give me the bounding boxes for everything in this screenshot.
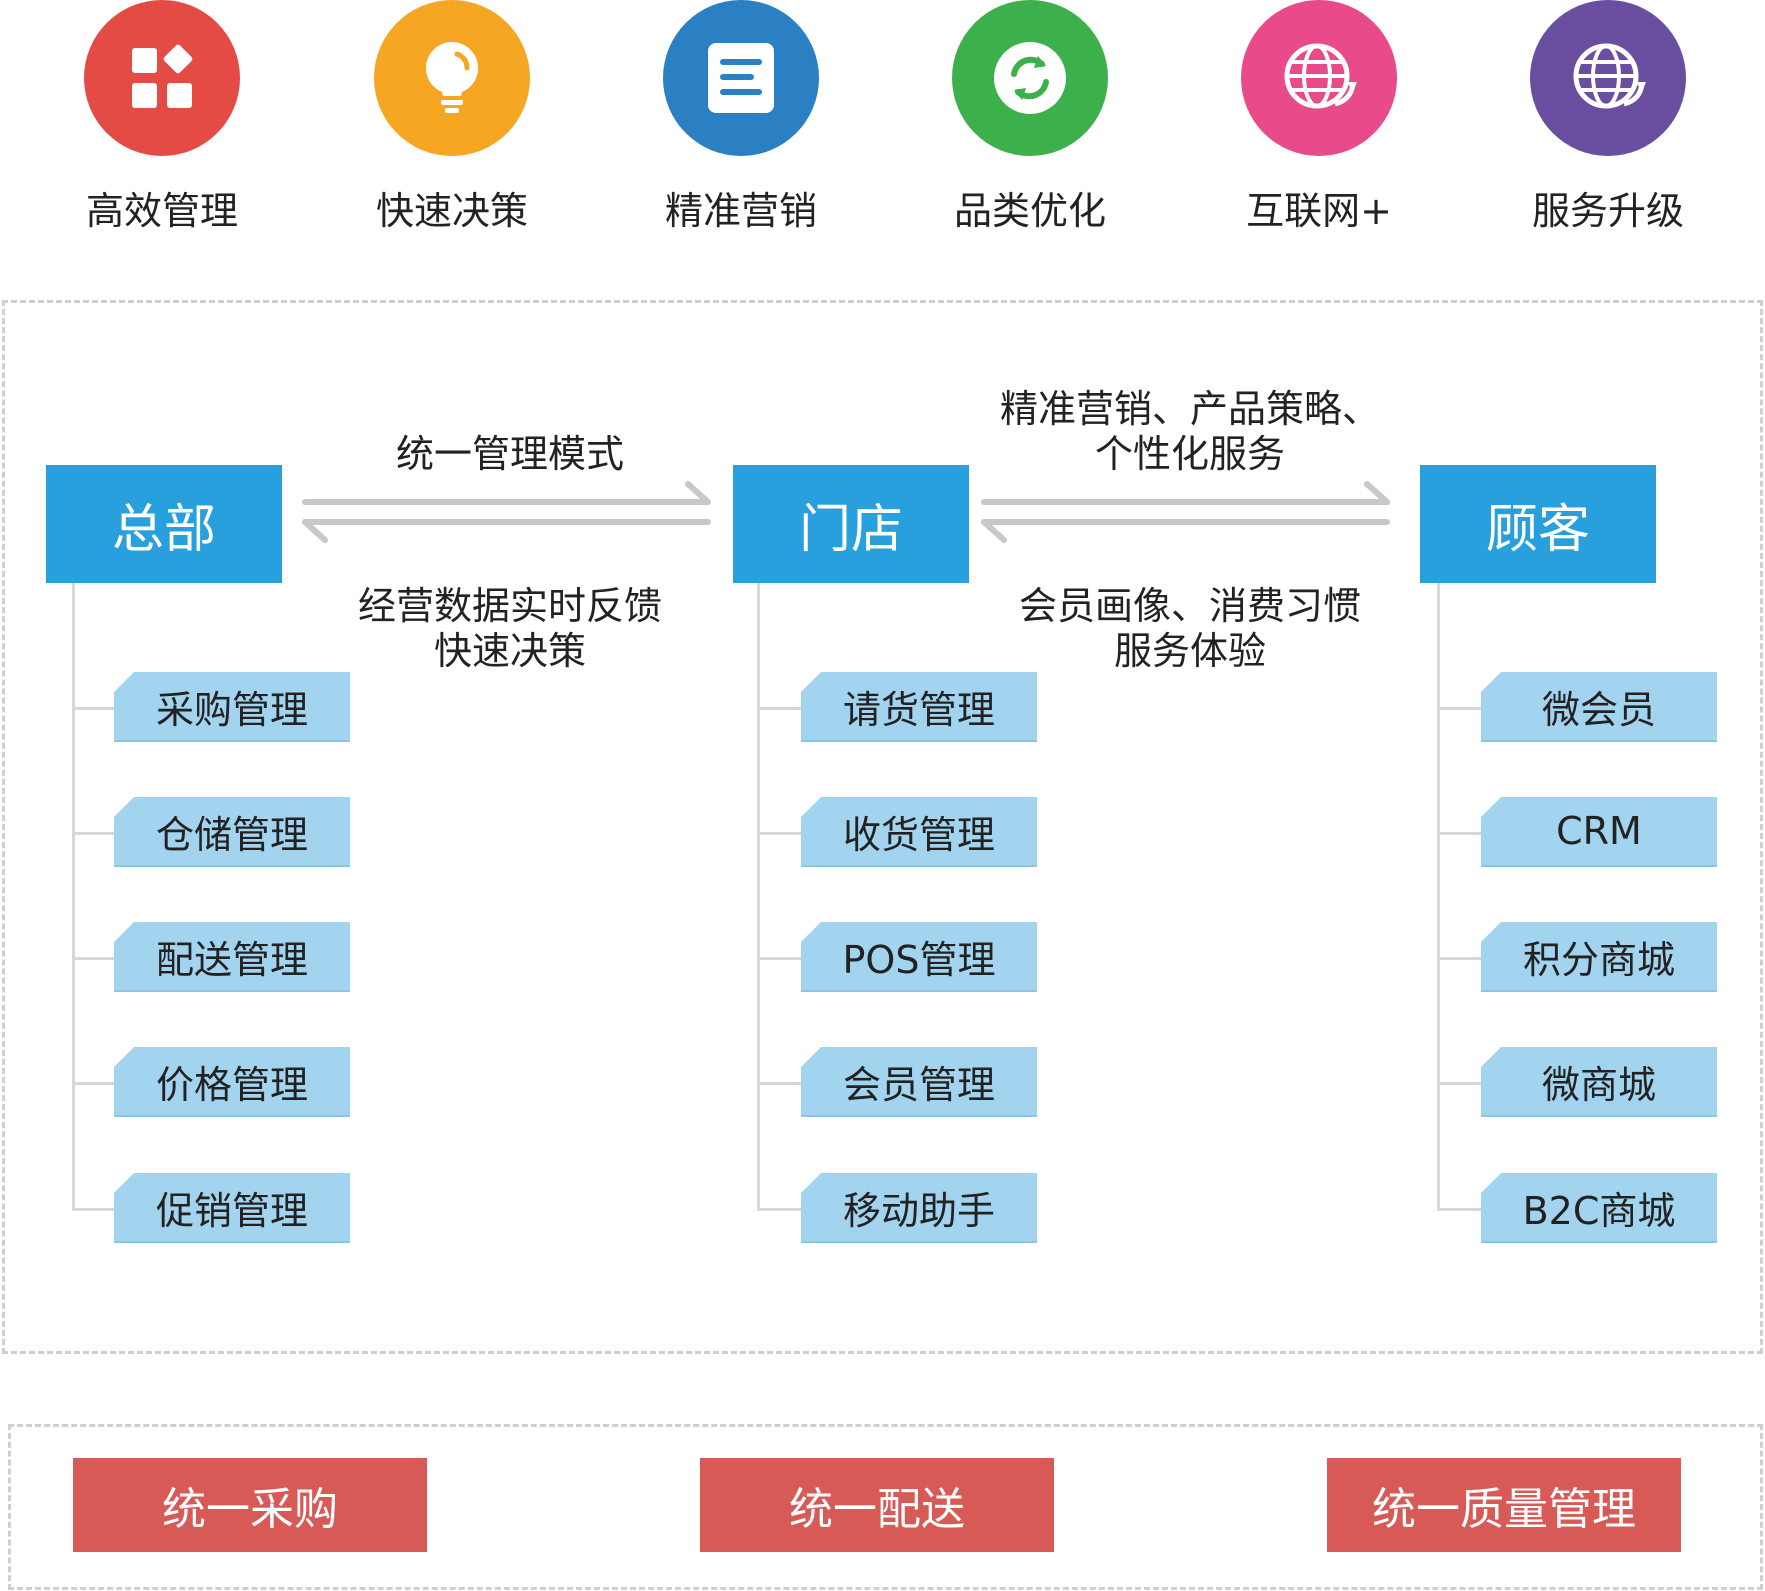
feature-circle: [1241, 0, 1397, 156]
feature-label: 快速决策: [375, 189, 528, 233]
feature-circle: [663, 0, 819, 156]
flow-hq-to-store: 统一管理模式: [310, 432, 710, 477]
feature-circle: [84, 0, 240, 156]
customer-item-b2c-mall: B2C商城: [1481, 1173, 1717, 1243]
flow-text: 服务体验: [1113, 629, 1266, 673]
document-icon: [708, 43, 774, 113]
store-item-receiving: 收货管理: [801, 797, 1037, 867]
flow-text: 快速决策: [433, 629, 586, 673]
flow-text: 精准营销、产品策略、: [999, 387, 1380, 431]
feature-label: 互联网+: [1246, 189, 1392, 233]
flow-store-to-hq: 经营数据实时反馈 快速决策: [310, 584, 710, 674]
store-tree-line: [757, 583, 760, 1211]
node-headquarters: 总部: [46, 465, 282, 583]
hq-item-price: 价格管理: [114, 1047, 350, 1117]
tree-branch: [1437, 1082, 1481, 1085]
customer-item-wechat-member: 微会员: [1481, 672, 1717, 742]
tree-branch: [757, 832, 801, 835]
tree-branch: [72, 1082, 114, 1085]
tree-branch: [1437, 707, 1481, 710]
feature-internet-plus: 互联网+: [1219, 0, 1419, 236]
hq-item-distribution: 配送管理: [114, 922, 350, 992]
globe-icon: [1284, 43, 1357, 109]
tree-branch: [757, 1208, 801, 1211]
feature-precision-marketing: 精准营销: [641, 0, 841, 236]
store-item-pos: POS管理: [801, 922, 1037, 992]
tree-branch: [1437, 1208, 1481, 1211]
feature-service-upgrade: 服务升级: [1508, 0, 1708, 236]
feature-label: 品类优化: [953, 189, 1106, 233]
grid-apps-icon: [132, 44, 193, 108]
hq-item-promotion: 促销管理: [114, 1173, 350, 1243]
unified-purchase: 统一采购: [73, 1458, 427, 1552]
feature-category-optimization: 品类优化: [930, 0, 1130, 236]
hq-item-purchase: 采购管理: [114, 672, 350, 742]
flow-store-to-customer: 精准营销、产品策略、 个性化服务: [960, 387, 1420, 477]
customer-tree-line: [1437, 583, 1440, 1211]
feature-label: 服务升级: [1531, 189, 1684, 233]
customer-item-points-mall: 积分商城: [1481, 922, 1717, 992]
flow-text: 会员画像、消费习惯: [1018, 584, 1361, 628]
main-diagram-frame: [2, 300, 1763, 1354]
tree-branch: [72, 1208, 114, 1211]
feature-label: 精准营销: [664, 189, 817, 233]
node-store: 门店: [733, 465, 969, 583]
flow-text: 个性化服务: [1094, 432, 1285, 476]
customer-item-crm: CRM: [1481, 797, 1717, 867]
feature-circle: [374, 0, 530, 156]
feature-circle: [1530, 0, 1686, 156]
unified-frame: [8, 1424, 1763, 1590]
tree-branch: [757, 1082, 801, 1085]
refresh-icon: [994, 42, 1066, 114]
feature-fast-decision: 快速决策: [352, 0, 552, 236]
globe-arrow-icon: [1573, 43, 1646, 109]
hq-tree-line: [72, 583, 75, 1211]
feature-label: 高效管理: [85, 189, 238, 233]
tree-branch: [72, 957, 114, 960]
store-item-requisition: 请货管理: [801, 672, 1037, 742]
flow-customer-to-store: 会员画像、消费习惯 服务体验: [960, 584, 1420, 674]
store-item-mobile: 移动助手: [801, 1173, 1037, 1243]
feature-circle: [952, 0, 1108, 156]
unified-distribution: 统一配送: [700, 1458, 1054, 1552]
tree-branch: [1437, 957, 1481, 960]
node-customer: 顾客: [1420, 465, 1656, 583]
lightbulb-icon: [426, 42, 478, 113]
tree-branch: [757, 957, 801, 960]
tree-branch: [72, 832, 114, 835]
feature-efficient-management: 高效管理: [62, 0, 262, 236]
store-item-member: 会员管理: [801, 1047, 1037, 1117]
tree-branch: [72, 707, 114, 710]
flow-text: 统一管理模式: [395, 432, 624, 476]
tree-branch: [757, 707, 801, 710]
hq-item-warehouse: 仓储管理: [114, 797, 350, 867]
tree-branch: [1437, 832, 1481, 835]
customer-item-wechat-mall: 微商城: [1481, 1047, 1717, 1117]
unified-quality-management: 统一质量管理: [1327, 1458, 1681, 1552]
flow-text: 经营数据实时反馈: [357, 584, 662, 628]
